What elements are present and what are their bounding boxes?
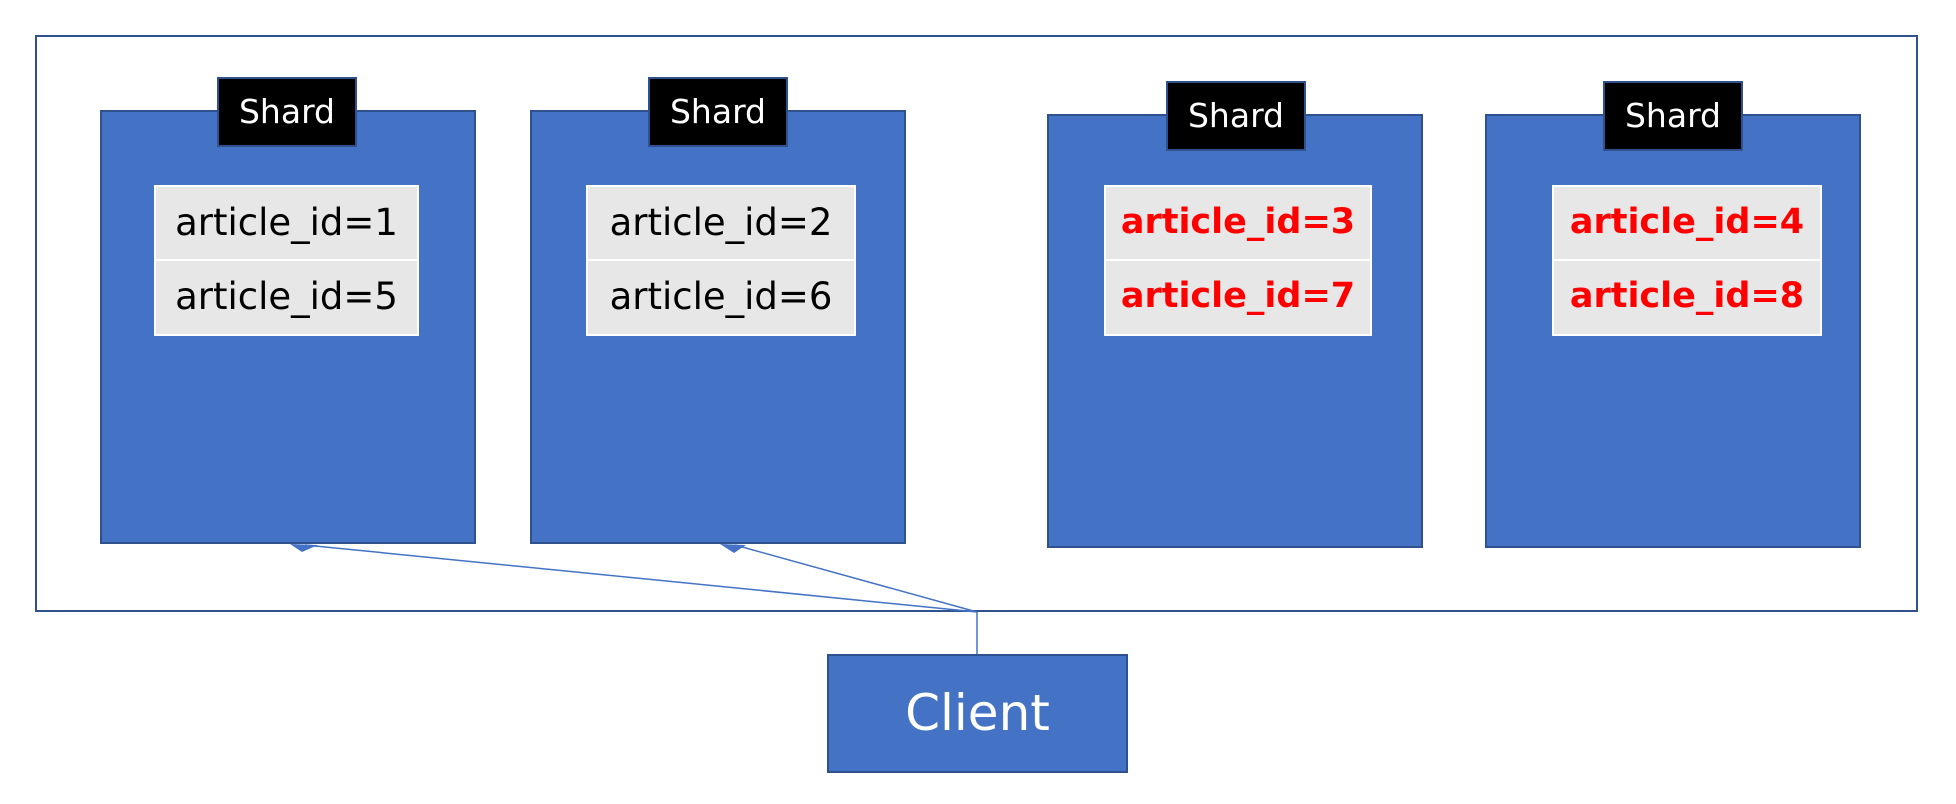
shard-4-label: Shard [1603,81,1743,151]
shard-1-row-1: article_id=1 [154,185,419,261]
shard-3-label: Shard [1166,81,1306,151]
shard-1-row-2: article_id=5 [154,259,419,336]
shard-3-row-2: article_id=7 [1104,259,1372,336]
shard-4-row-1: article_id=4 [1552,185,1822,261]
shard-4-row-2: article_id=8 [1552,259,1822,336]
shard-2-arrowhead-icon [720,544,746,553]
shard-1-arrowhead-icon [290,544,318,552]
shard-2-row-2: article_id=6 [586,259,856,336]
shard-1-label: Shard [217,77,357,147]
client-to-shard-1-line [304,544,978,613]
client-to-shard-2-line [734,544,978,613]
shard-2-label: Shard [648,77,788,147]
client-box: Client [827,654,1128,773]
shard-2-row-1: article_id=2 [586,185,856,261]
